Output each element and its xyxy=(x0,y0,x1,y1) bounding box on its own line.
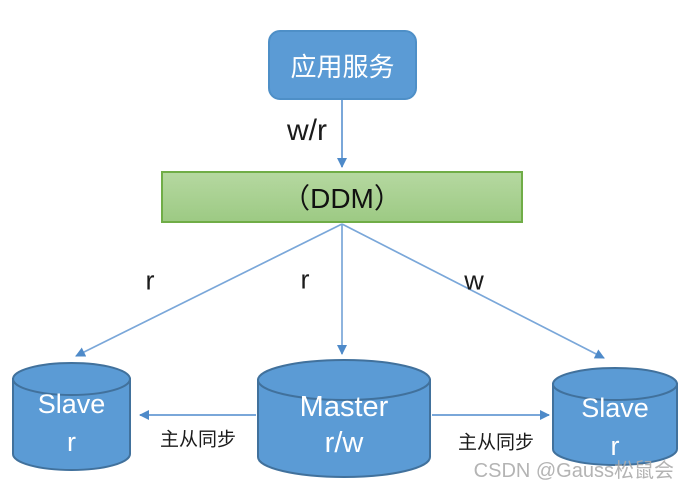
slave-left-cylinder-top xyxy=(12,362,131,396)
slave-left-cylinder-body xyxy=(12,378,131,471)
edge-label-w-right: w xyxy=(464,265,484,296)
slave-left-name: Slave xyxy=(37,389,106,419)
ddm-node: （DDM） xyxy=(161,171,523,223)
slave-right-cylinder-top xyxy=(552,367,678,401)
slave-right-mode: r xyxy=(610,431,620,461)
watermark: CSDN @Gauss松鼠会 xyxy=(473,460,674,482)
master-cylinder xyxy=(257,359,431,478)
sync-label-right: 主从同步 xyxy=(457,432,535,454)
app-service-node: 应用服务 xyxy=(268,30,417,100)
slave-right-cylinder xyxy=(552,367,678,466)
slave-left-cylinder xyxy=(12,362,131,471)
master-cylinder-body xyxy=(257,379,431,478)
edge-label-r-middle: r xyxy=(300,264,310,295)
slave-left-mode: r xyxy=(67,427,76,457)
slave-right-cylinder-body xyxy=(552,383,678,466)
slave-right-label: Slave r xyxy=(553,389,677,465)
master-cylinder-top xyxy=(257,359,431,401)
slave-right-name: Slave xyxy=(581,393,649,423)
edge-label-wr: w/r xyxy=(287,114,327,147)
master-name: Master xyxy=(299,391,389,423)
sync-label-left: 主从同步 xyxy=(159,429,237,451)
ddm-to-slave-right-arrow xyxy=(341,223,605,359)
master-label: Master r/w xyxy=(258,389,430,461)
edge-label-r-left: r xyxy=(145,265,155,296)
ddm-to-slave-left-arrow xyxy=(75,223,343,357)
master-mode: r/w xyxy=(324,427,364,459)
slave-left-label: Slave r xyxy=(13,385,130,461)
